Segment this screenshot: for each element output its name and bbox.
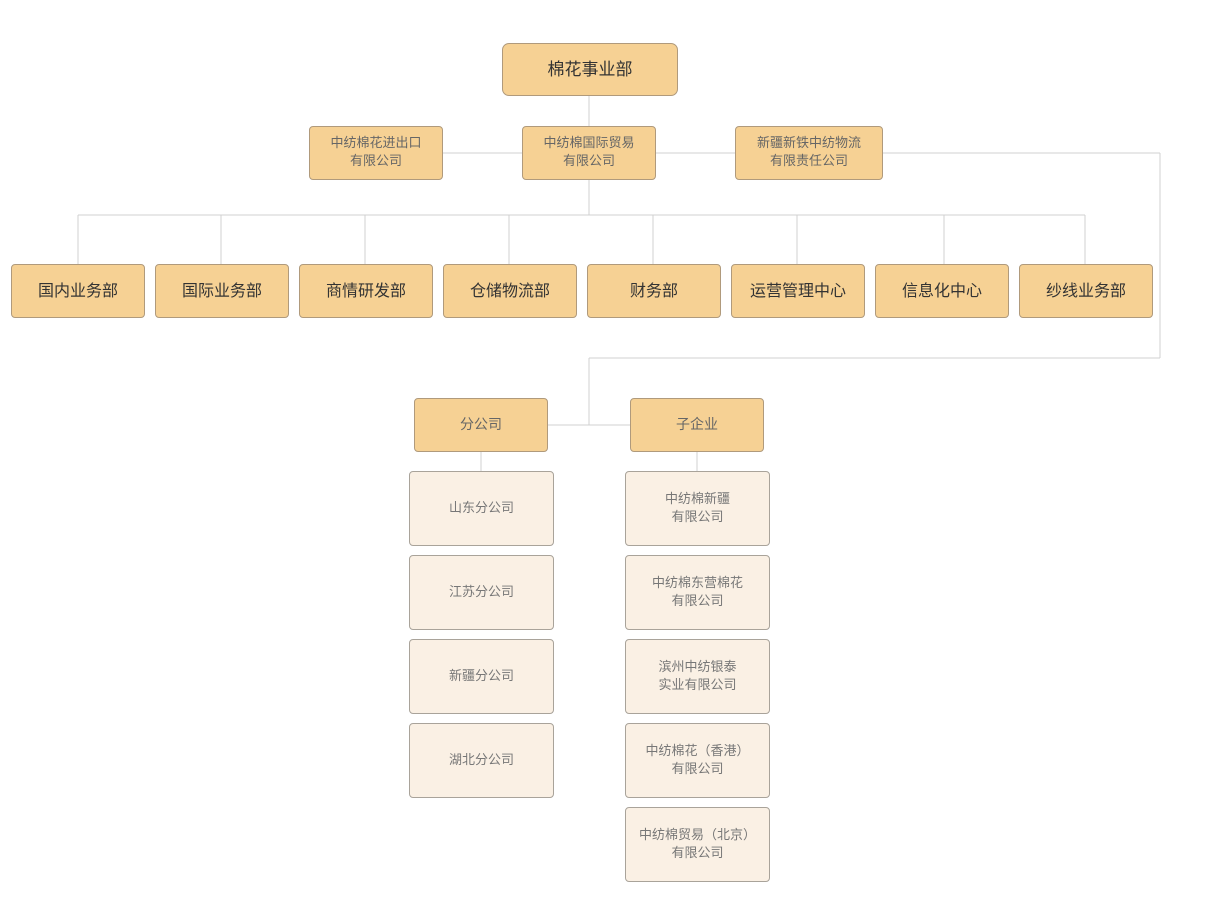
dept-market-research: 商情研发部	[299, 264, 433, 318]
dept-international-business: 国际业务部	[155, 264, 289, 318]
company-xinjiang-logistics: 新疆新铁中纺物流 有限责任公司	[735, 126, 883, 180]
dept-information-center: 信息化中心	[875, 264, 1009, 318]
subsidiary-binzhou: 滨州中纺银泰 实业有限公司	[625, 639, 770, 714]
branch-xinjiang: 新疆分公司	[409, 639, 554, 714]
branch-shandong: 山东分公司	[409, 471, 554, 546]
company-international-trade: 中纺棉国际贸易 有限公司	[522, 126, 656, 180]
dept-domestic-business: 国内业务部	[11, 264, 145, 318]
dept-finance: 财务部	[587, 264, 721, 318]
subsidiary-dongying: 中纺棉东营棉花 有限公司	[625, 555, 770, 630]
dept-yarn-business: 纱线业务部	[1019, 264, 1153, 318]
root-node: 棉花事业部	[502, 43, 678, 96]
group-branches: 分公司	[414, 398, 548, 452]
subsidiary-xinjiang: 中纺棉新疆 有限公司	[625, 471, 770, 546]
dept-warehousing-logistics: 仓储物流部	[443, 264, 577, 318]
subsidiary-beijing: 中纺棉贸易（北京） 有限公司	[625, 807, 770, 882]
branch-jiangsu: 江苏分公司	[409, 555, 554, 630]
dept-operations-center: 运营管理中心	[731, 264, 865, 318]
branch-hubei: 湖北分公司	[409, 723, 554, 798]
group-subsidiaries: 子企业	[630, 398, 764, 452]
subsidiary-hongkong: 中纺棉花（香港） 有限公司	[625, 723, 770, 798]
company-import-export: 中纺棉花进出口 有限公司	[309, 126, 443, 180]
